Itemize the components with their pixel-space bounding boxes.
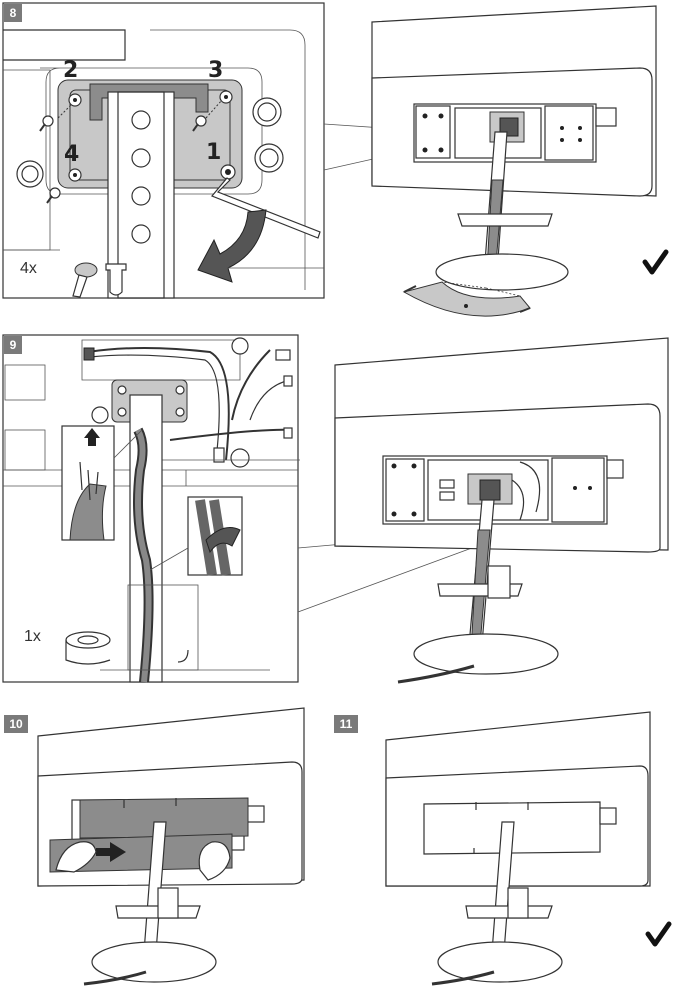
screw-callout-1: 1 (206, 140, 222, 165)
step-9-tv-view (334, 337, 669, 684)
step-8-badge: 8 (4, 4, 22, 22)
tape-roll-icon (65, 631, 111, 665)
step-9-detail-view (2, 334, 300, 683)
screw-callout-4: 4 (64, 142, 80, 167)
check-icon (642, 249, 669, 275)
step-9-part-quantity: 1x (24, 628, 41, 645)
screw-icon (46, 187, 61, 204)
hand-icon (198, 841, 231, 881)
screw-callout-2: 2 (63, 58, 79, 83)
screw-callout-3: 3 (208, 58, 224, 83)
screw-icon (39, 115, 54, 132)
step-11-badge: 11 (334, 715, 358, 733)
hand-icon (55, 841, 97, 873)
step-10-badge: 10 (4, 715, 28, 733)
step-8-tv-view (371, 5, 657, 317)
allen-key (211, 177, 321, 239)
step-11-tv-view (385, 711, 651, 986)
arrow-right-icon (96, 842, 126, 862)
step-8-detail-view (2, 2, 325, 299)
step-9-badge: 9 (4, 336, 22, 354)
rotate-arrow-icon (197, 209, 267, 283)
check-icon (645, 921, 672, 947)
rear-cover (79, 797, 249, 839)
arrow-up-icon (84, 428, 100, 446)
step-8-part-quantity: 4x (20, 260, 37, 277)
step-10-tv-view (37, 707, 305, 986)
screw-icon (192, 115, 207, 132)
screw-icon (72, 262, 98, 298)
spacer-icon (105, 263, 127, 296)
